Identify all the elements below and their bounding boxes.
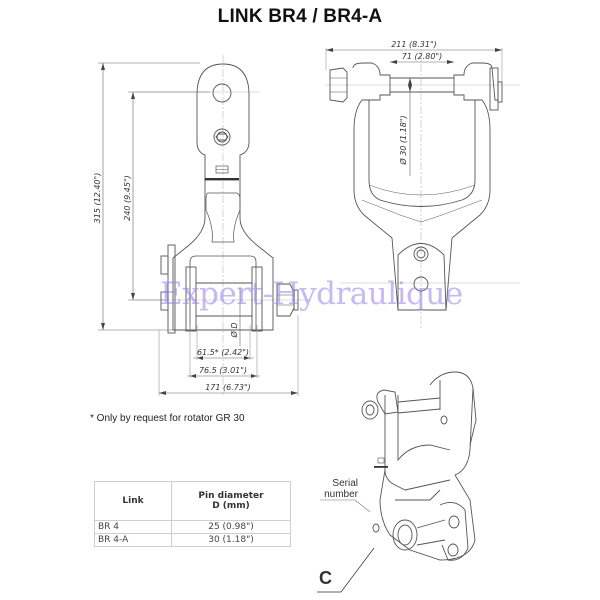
watermark: Expert-Hydraulique [160,276,463,312]
page-title: LINK BR4 / BR4-A [217,6,383,27]
header-pin-diameter: Pin diameter D (mm) [171,481,291,521]
dim-inner-width: 61.5* (2.42") [197,348,249,357]
table-row: BR 4 25 (0.98") [94,520,291,534]
header-pin-diameter-line1: Pin diameter [198,491,264,501]
dim-front-overall-width: 211 (8.31") [391,40,437,49]
dim-overall-width: 171 (6.73") [205,383,251,392]
dim-overall-height: 315 (12.40") [93,173,102,224]
iso-view [317,371,477,593]
serial-label-line1: Serial [332,478,358,489]
pin-d-label: Ø D [229,323,239,339]
dim-pin-center-height: 240 (9.45") [123,175,132,221]
pin-diameter-table: Link Pin diameter D (mm) BR 4 25 (0.98")… [94,481,291,547]
cell-diameter: 25 (0.98") [171,520,291,534]
serial-label-line2: number [324,489,358,500]
cell-link: BR 4-A [94,533,172,547]
front-view [325,48,520,330]
dim-inner-gap: 71 (2.80") [402,52,442,61]
side-view [98,55,310,396]
serial-number-label: Serial number [322,478,358,500]
dim-pin-diameter: Ø 30 (1.18") [398,115,408,165]
header-pin-diameter-line2: D (mm) [212,501,250,511]
callout-c: C [319,568,332,588]
footnote: * Only by request for rotator GR 30 [90,413,245,424]
cell-diameter: 30 (1.18") [171,533,291,547]
header-link: Link [94,481,172,521]
cell-link: BR 4 [94,520,172,534]
dim-clevis-width: 76.5 (3.01") [199,366,247,375]
table-row: BR 4-A 30 (1.18") [94,533,291,547]
